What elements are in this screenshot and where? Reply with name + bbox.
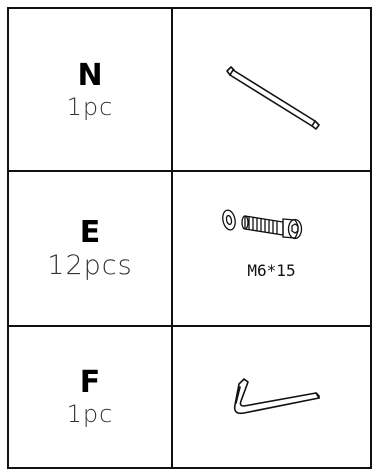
part-f-illustration-cell	[173, 327, 370, 467]
part-quantity: 12pcs	[47, 252, 132, 279]
part-n-label-cell: N 1pc	[9, 9, 173, 172]
part-letter: N	[77, 61, 102, 91]
part-f-label-cell: F 1pc	[9, 327, 173, 467]
part-e-illustration-cell: M6*15	[173, 172, 370, 327]
part-letter: F	[80, 368, 101, 398]
part-quantity: 1pc	[67, 402, 114, 426]
parts-table: N 1pc E 12pcs	[7, 7, 372, 469]
part-e-label-cell: E 12pcs	[9, 172, 173, 327]
rod-icon	[173, 9, 372, 170]
part-quantity: 1pc	[67, 95, 114, 119]
bolt-spec-label: M6*15	[173, 261, 370, 280]
bolt-washer-icon	[173, 172, 372, 325]
part-n-illustration-cell	[173, 9, 370, 172]
part-letter: E	[80, 218, 101, 248]
allen-key-icon	[173, 327, 372, 469]
